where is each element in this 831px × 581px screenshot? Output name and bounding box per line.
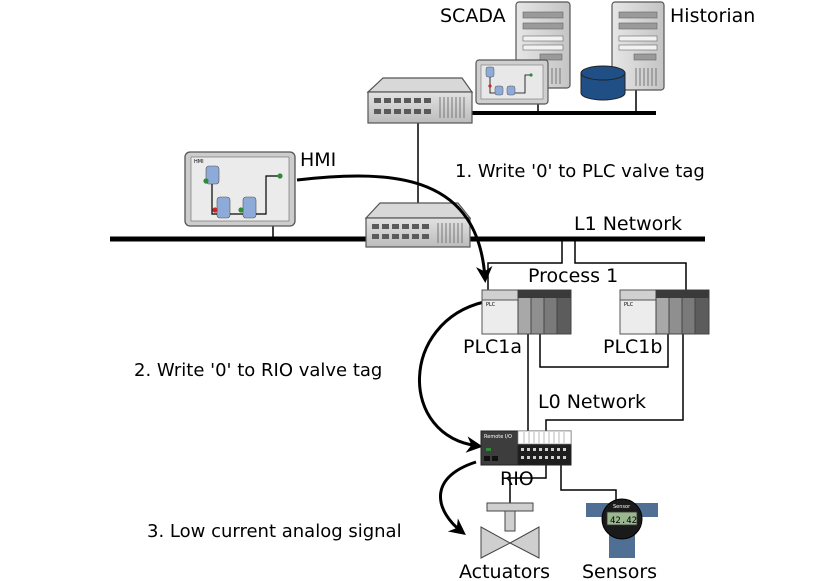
l1-to-plc1b xyxy=(574,239,687,290)
database-icon xyxy=(580,65,626,101)
network-lines xyxy=(110,86,705,505)
valve-icon[interactable] xyxy=(480,502,540,559)
attack-arrows xyxy=(296,174,493,536)
hmi-panel[interactable]: HMI xyxy=(184,151,296,227)
sensor-gauge[interactable]: Sensor 42.42 xyxy=(586,498,658,558)
plc1b-tag: PLC xyxy=(624,302,634,308)
l1-network-label: L1 Network xyxy=(574,213,682,235)
arrow-step-2 xyxy=(418,300,485,453)
hmi-label: HMI xyxy=(300,149,336,171)
process-label: Process 1 xyxy=(528,265,618,287)
step-2-text: 2. Write '0' to RIO valve tag xyxy=(134,360,382,381)
plc1b-label: PLC1b xyxy=(603,336,662,358)
scada-label: SCADA xyxy=(440,5,506,27)
sensor-title: Sensor xyxy=(613,504,631,510)
arrow-step-3 xyxy=(439,460,477,536)
actuators-label: Actuators xyxy=(459,561,550,581)
rio-to-actuator xyxy=(509,464,547,505)
plc1b[interactable]: PLC xyxy=(619,289,710,335)
sensors-label: Sensors xyxy=(582,561,657,581)
rio-label: RIO xyxy=(500,468,534,490)
top-switch[interactable] xyxy=(366,77,474,124)
plc1a-label: PLC1a xyxy=(463,336,522,358)
rio-to-sensor xyxy=(560,464,617,500)
step-1-text: 1. Write '0' to PLC valve tag xyxy=(455,161,705,182)
l0-plc1b-drop xyxy=(545,333,684,431)
rio-tag: Remote I/O xyxy=(484,434,512,440)
plc1a[interactable]: PLC xyxy=(481,289,572,335)
remote-io[interactable]: Remote I/O xyxy=(480,430,572,466)
sensor-reading: 42.42 xyxy=(610,516,637,526)
historian-server[interactable] xyxy=(611,1,665,91)
arrow-step-1 xyxy=(296,174,493,283)
plc-interconnect xyxy=(539,333,669,368)
l1-switch[interactable] xyxy=(364,202,472,248)
historian-label: Historian xyxy=(670,5,755,27)
plc1a-tag: PLC xyxy=(486,302,496,308)
scada-monitor xyxy=(475,59,549,105)
l0-network-label: L0 Network xyxy=(538,391,646,413)
step-3-text: 3. Low current analog signal xyxy=(147,521,402,542)
hmi-screen-label: HMI xyxy=(194,159,204,165)
